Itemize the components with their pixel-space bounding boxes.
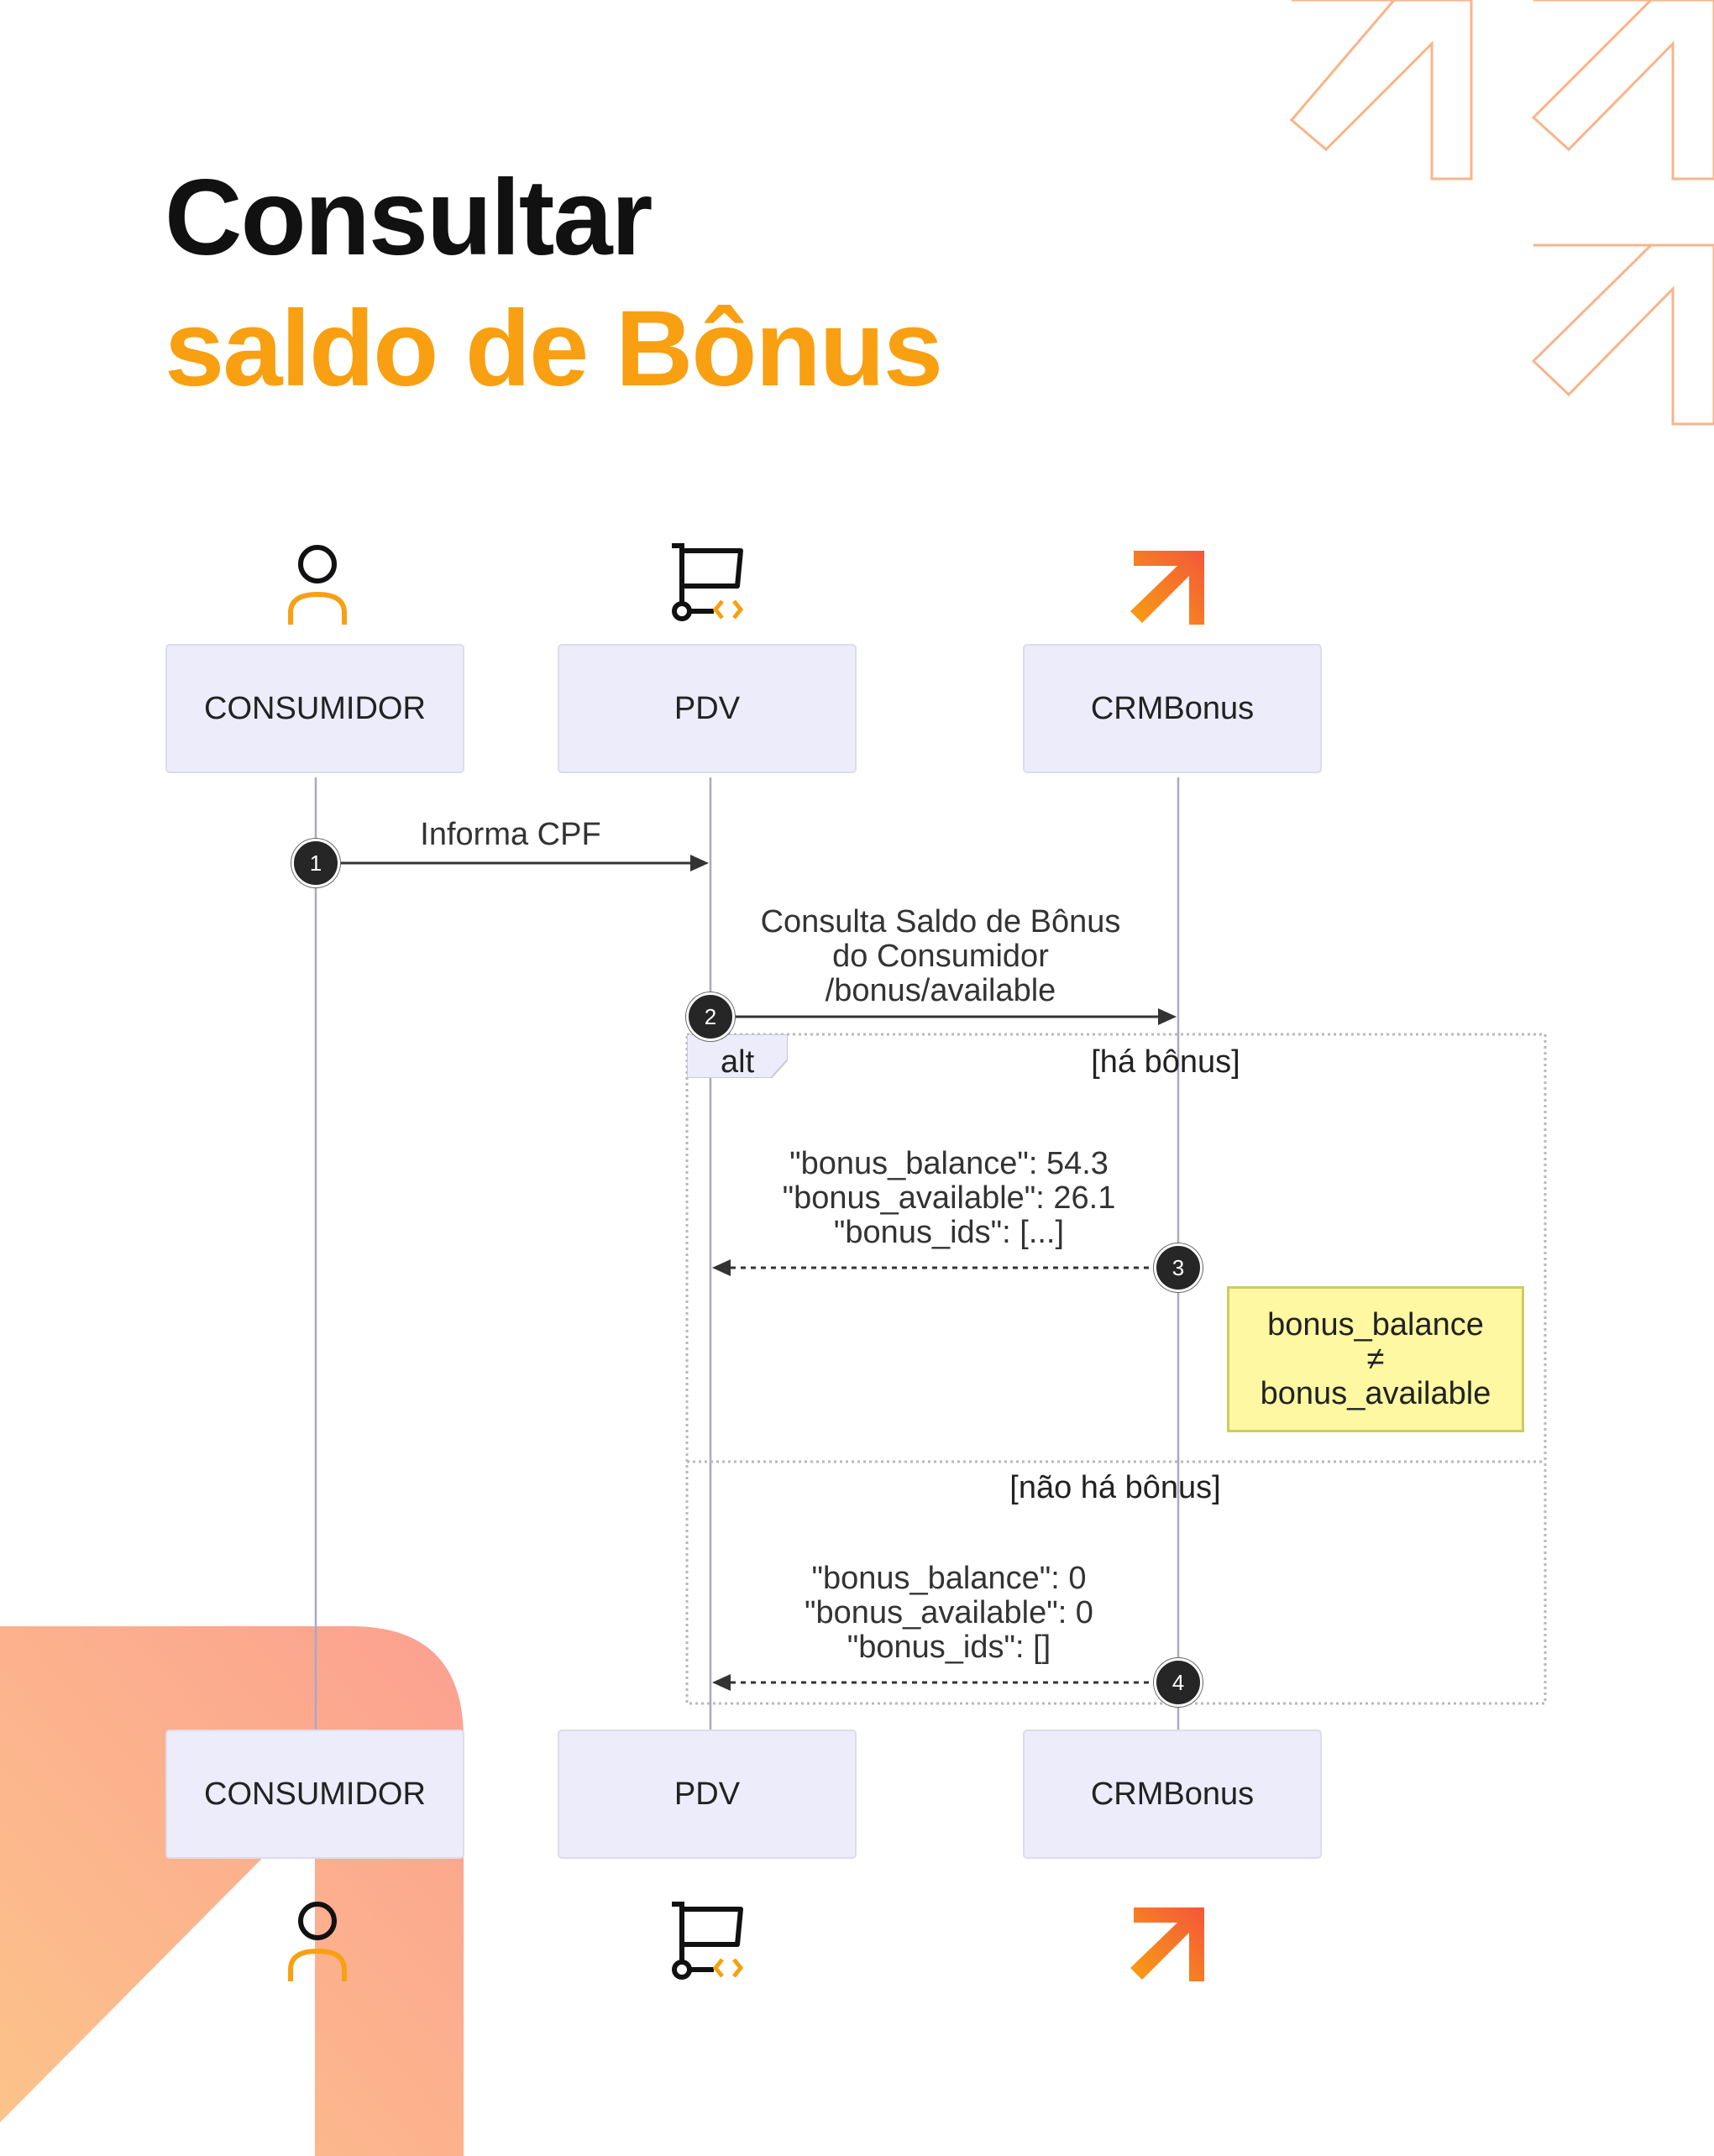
- outline-arrows-decoration: [1289, 0, 1714, 426]
- actor-label: PDV: [674, 1776, 741, 1812]
- alt-tag-shape: [687, 1034, 788, 1078]
- note-box: bonus_balance ≠ bonus_available: [1227, 1286, 1524, 1432]
- step-badge-4: 4: [1154, 1658, 1203, 1707]
- note-line: bonus_available: [1260, 1375, 1491, 1411]
- actor-label: CRMBonus: [1090, 690, 1255, 726]
- message-3-label-line: "bonus_ids": [...]: [833, 1215, 1065, 1250]
- message-2-arrowhead: [1158, 1008, 1177, 1025]
- message-4-label-line: "bonus_available": 0: [805, 1595, 1093, 1630]
- actor-box-crmbonus-top: CRMBonus: [1023, 644, 1322, 773]
- step-badge-3: 3: [1154, 1243, 1203, 1292]
- alt-condition-2: [não há bônus]: [1009, 1470, 1221, 1505]
- note-line: ≠: [1366, 1341, 1385, 1377]
- actor-label: CRMBonus: [1090, 1776, 1255, 1812]
- message-1-arrowhead: [690, 855, 709, 871]
- arrow-logo-icon: [1130, 1907, 1204, 1981]
- message-4-label-line: "bonus_balance": 0: [811, 1561, 1087, 1596]
- arrow-logo-icon: [1130, 551, 1204, 625]
- actor-box-consumidor-bottom: CONSUMIDOR: [165, 1730, 464, 1859]
- message-4-label-line: "bonus_ids": []: [847, 1630, 1051, 1665]
- page-title-line-2: saldo de Bônus: [165, 289, 943, 409]
- actor-box-pdv-top: PDV: [558, 644, 857, 773]
- actor-box-consumidor-top: CONSUMIDOR: [165, 644, 464, 773]
- message-1-label-line: Informa CPF: [420, 817, 601, 852]
- message-2-label-line: do Consumidor: [832, 939, 1049, 974]
- note-line: bonus_balance: [1267, 1306, 1484, 1342]
- actor-label: CONSUMIDOR: [204, 690, 426, 726]
- message-3-label-line: "bonus_available": 26.1: [782, 1180, 1116, 1216]
- message-1-label: Informa CPF: [343, 818, 679, 852]
- person-icon: [288, 1902, 347, 1981]
- message-4-arrowhead: [712, 1674, 731, 1691]
- cart-code-icon: [672, 543, 744, 621]
- actor-box-crmbonus-bottom: CRMBonus: [1023, 1730, 1322, 1859]
- alt-keyword: alt: [721, 1044, 755, 1080]
- message-3-label: "bonus_balance": 54.3 "bonus_available":…: [731, 1147, 1167, 1250]
- message-2-label: Consulta Saldo de Bônus do Consumidor /b…: [714, 905, 1167, 1008]
- step-badge-2: 2: [686, 992, 735, 1041]
- message-2-label-line: /bonus/available: [825, 973, 1056, 1008]
- alt-block-frame: [685, 1033, 1547, 1705]
- actor-label: PDV: [674, 690, 741, 726]
- actor-label: CONSUMIDOR: [204, 1776, 426, 1812]
- message-3-arrowhead: [712, 1259, 731, 1276]
- message-3-label-line: "bonus_balance": 54.3: [789, 1146, 1109, 1181]
- actor-box-pdv-bottom: PDV: [558, 1730, 857, 1859]
- message-2-label-line: Consulta Saldo de Bônus: [760, 904, 1121, 939]
- alt-condition-1: [há bônus]: [1091, 1044, 1240, 1080]
- message-4-label: "bonus_balance": 0 "bonus_available": 0 …: [731, 1562, 1167, 1665]
- step-badge-1: 1: [291, 839, 340, 887]
- page-title-line-1: Consultar: [165, 158, 653, 278]
- cart-code-icon: [672, 1902, 744, 1980]
- person-icon: [288, 545, 347, 625]
